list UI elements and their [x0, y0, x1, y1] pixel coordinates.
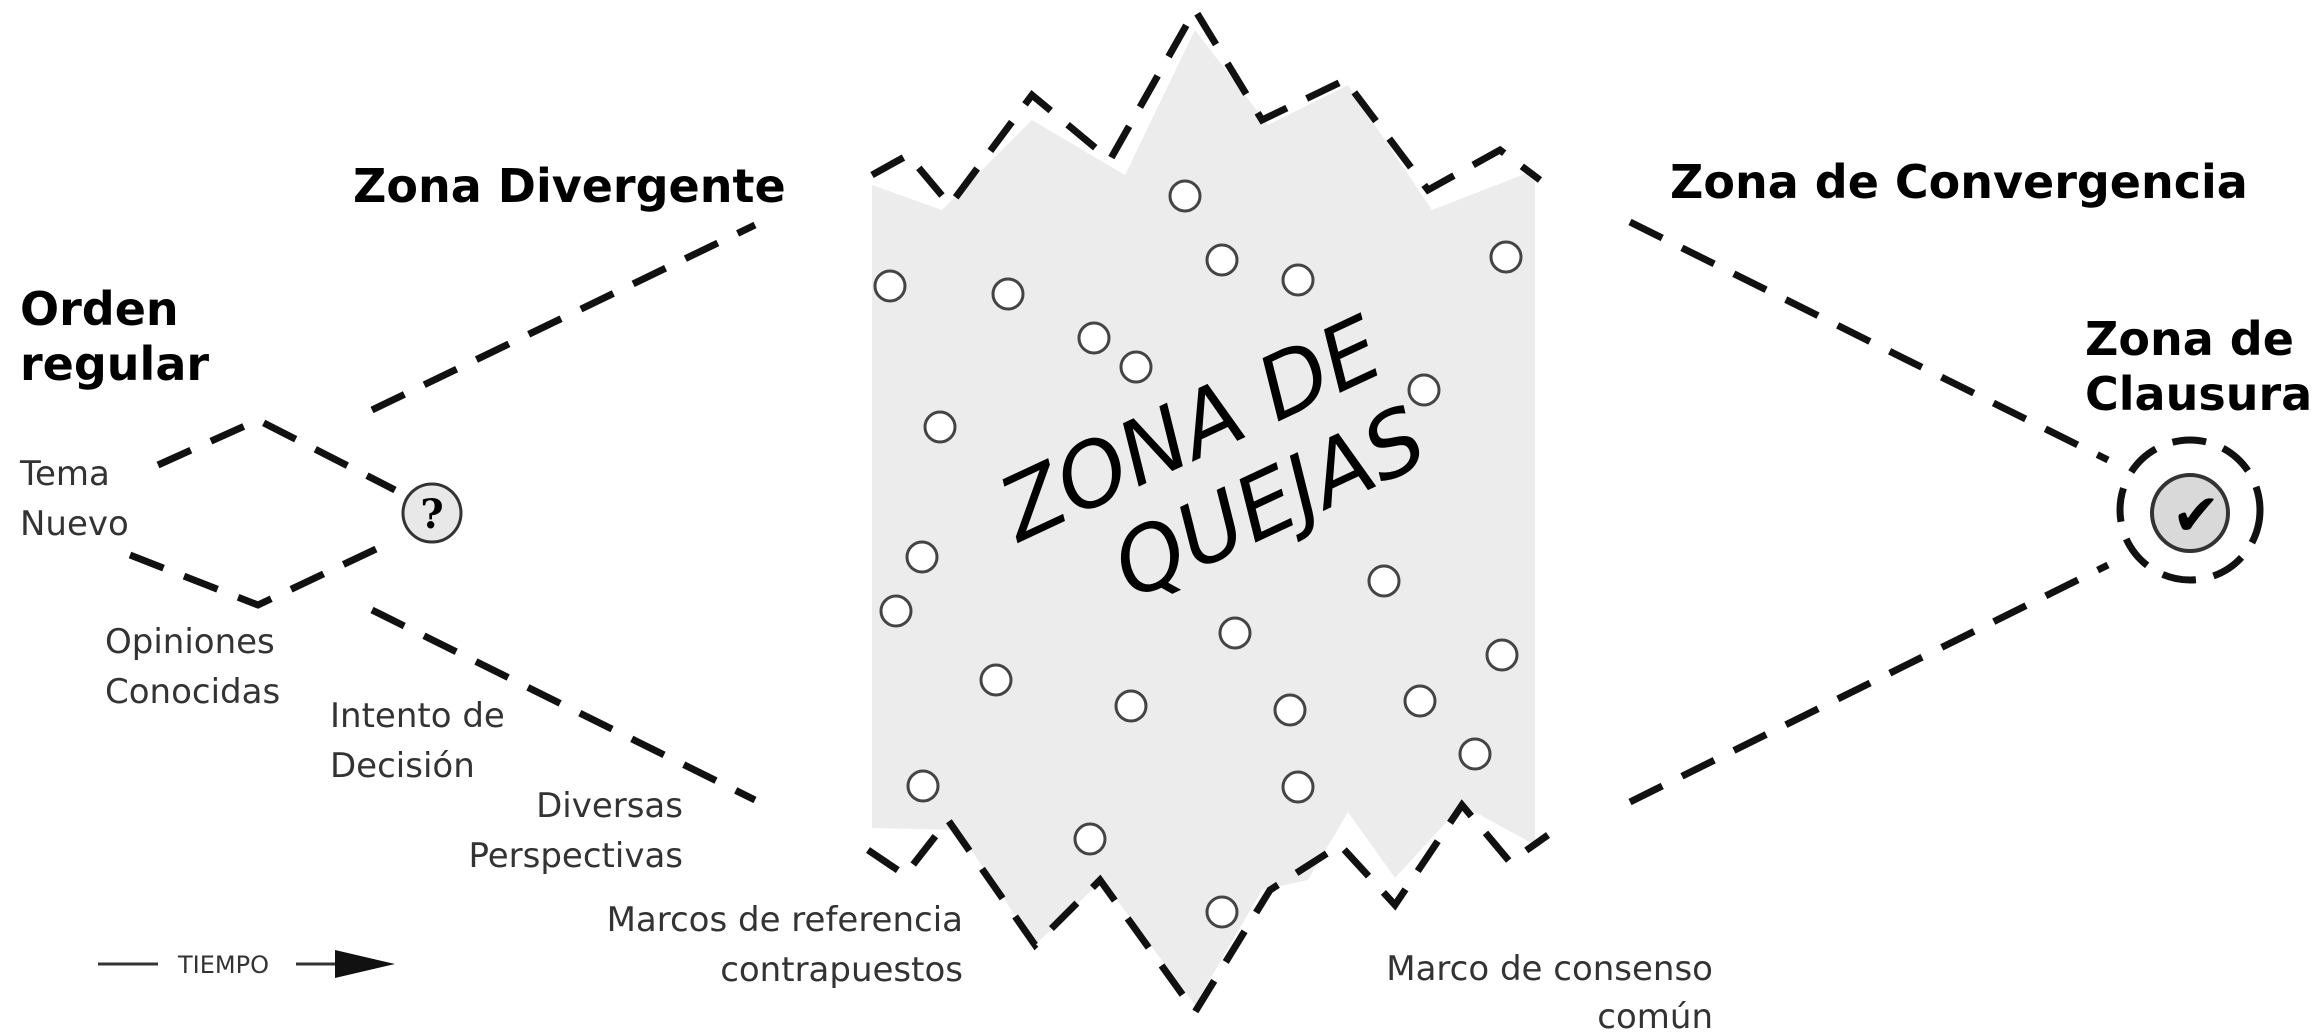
idea-dot	[1403, 684, 1437, 718]
closure-zone-title-1: Zona de	[2085, 312, 2294, 366]
idea-dot	[1367, 564, 1401, 598]
idea-dot	[1273, 693, 1307, 727]
new-topic-label-2: Nuevo	[20, 504, 129, 544]
divergent-line-top	[370, 221, 757, 414]
idea-dot	[906, 769, 940, 803]
regular-order-diamond-bottom	[128, 536, 397, 609]
groan-zone-bottom-border	[866, 799, 1551, 1019]
regular-order-title-2: regular	[20, 337, 209, 391]
idea-dot	[991, 277, 1025, 311]
diverse-perspectives-label-2: Perspectivas	[468, 836, 683, 876]
groan-zone-top-border	[870, 3, 1543, 211]
opposing-frames-label-2: contrapuestos	[720, 950, 963, 990]
idea-dot	[1281, 263, 1315, 297]
idea-dot	[1114, 689, 1148, 723]
time-arrow: TIEMPO	[98, 950, 395, 979]
checkmark-icon: ✔	[2116, 436, 2264, 584]
closure-zone-title-2: Clausura	[2085, 367, 2312, 421]
time-label: TIEMPO	[177, 951, 269, 979]
divergent-line-bottom	[370, 606, 757, 804]
idea-dots	[873, 179, 1523, 929]
divergent-zone-title: Zona Divergente	[353, 159, 786, 213]
arrow-right-icon	[335, 950, 395, 978]
idea-dot	[1485, 638, 1519, 672]
idea-dot	[905, 540, 939, 574]
idea-dot	[1205, 243, 1239, 277]
idea-dot	[1407, 373, 1441, 407]
known-opinions-label-2: Conocidas	[105, 672, 280, 712]
idea-dot	[873, 269, 907, 303]
idea-dot	[1458, 737, 1492, 771]
idea-dot	[1168, 179, 1202, 213]
shared-framework-label-1: Marco de consenso	[1386, 949, 1713, 989]
idea-dot	[1077, 321, 1111, 355]
idea-dot	[1218, 616, 1252, 650]
decision-attempt-label-1: Intento de	[330, 696, 505, 736]
decision-attempt-label-2: Decisión	[330, 746, 475, 786]
idea-dot	[1205, 895, 1239, 929]
known-opinions-label-1: Opiniones	[105, 622, 275, 662]
diverse-perspectives-label-1: Diversas	[536, 786, 683, 826]
groan-zone-area	[872, 30, 1535, 1005]
idea-dot	[879, 594, 913, 628]
idea-dot	[1073, 822, 1107, 856]
opposing-frames-label-1: Marcos de referencia	[607, 900, 963, 940]
convergent-line-top	[1628, 218, 2110, 464]
idea-dot	[979, 663, 1013, 697]
convergence-zone-title: Zona de Convergencia	[1670, 155, 2248, 209]
regular-order-diamond	[156, 416, 397, 494]
svg-text:?: ?	[420, 491, 443, 538]
new-topic-label-1: Tema	[19, 454, 110, 494]
idea-dot	[923, 410, 957, 444]
convergent-line-bottom	[1628, 561, 2110, 806]
idea-dot	[1281, 770, 1315, 804]
svg-text:✔: ✔	[2172, 481, 2221, 549]
idea-dot	[1489, 240, 1523, 274]
idea-dot	[1119, 350, 1153, 384]
shared-framework-label-2: común	[1597, 997, 1713, 1035]
regular-order-title-1: Orden	[20, 282, 179, 336]
question-mark-icon: ?	[401, 482, 463, 544]
